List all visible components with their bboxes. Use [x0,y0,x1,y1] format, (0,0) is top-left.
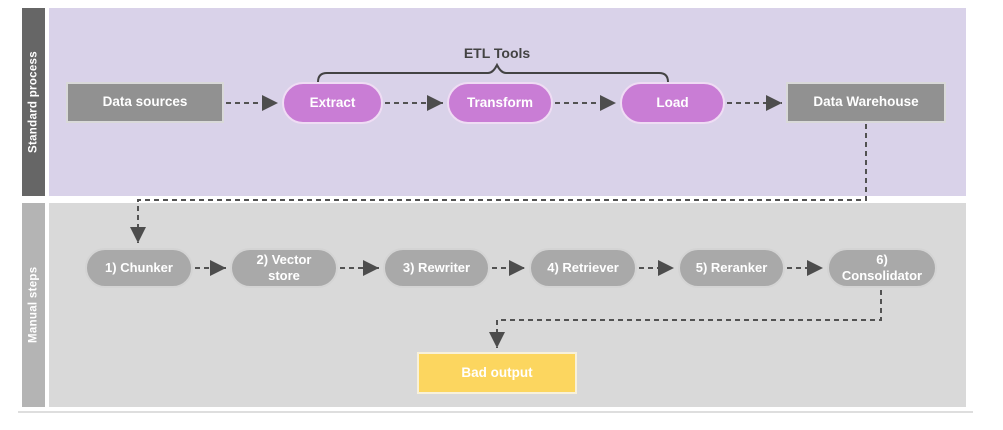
etl-tools-label: ETL Tools [463,45,531,61]
node-vector-store: 2) Vector store [230,248,338,288]
node-chunker-label: 1) Chunker [105,260,173,276]
node-vector-store-label: 2) Vector store [256,252,312,283]
node-data-sources: Data sources [66,82,224,123]
node-consolidator: 6) Consolidator [827,248,937,288]
node-consolidator-label: 6) Consolidator [841,252,923,283]
node-rewriter: 3) Rewriter [383,248,490,288]
connector-data-warehouse-to-chunker [130,124,867,243]
node-reranker-label: 5) Reranker [695,260,768,276]
node-reranker: 5) Reranker [678,248,785,288]
node-bad-output-label: Bad output [461,364,533,380]
node-bad-output: Bad output [417,352,577,394]
bottom-divider [18,411,973,413]
node-data-warehouse: Data Warehouse [786,82,946,123]
node-transform-label: Transform [466,94,534,110]
node-rewriter-label: 3) Rewriter [402,260,471,276]
node-extract: Extract [282,82,383,124]
node-data-warehouse-label: Data Warehouse [813,94,919,110]
node-extract-label: Extract [309,94,356,110]
connector-consolidator-to-bad-output [489,290,882,348]
node-load: Load [620,82,725,124]
node-retriever: 4) Retriever [529,248,637,288]
node-chunker: 1) Chunker [85,248,193,288]
node-load-label: Load [656,94,689,110]
node-transform: Transform [447,82,553,124]
node-retriever-label: 4) Retriever [547,260,619,276]
node-data-sources-label: Data sources [102,94,188,110]
etl-tools-brace [317,62,669,83]
